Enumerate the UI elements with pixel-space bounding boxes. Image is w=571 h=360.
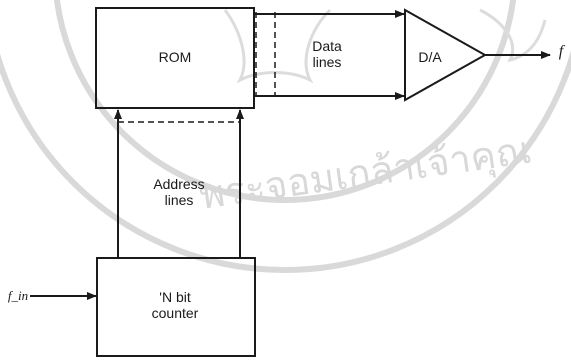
counter-label: 'N bit counter	[140, 289, 210, 321]
counter-label-2: counter	[140, 305, 210, 321]
counter-label-1: 'N bit	[140, 289, 210, 305]
output-signal-text: f	[559, 43, 563, 60]
data-lines-label: Data lines	[292, 38, 362, 70]
address-lines-label-2: lines	[136, 192, 222, 208]
output-signal-label: f	[554, 44, 568, 60]
input-signal-label: f_in	[6, 288, 30, 304]
data-lines-label-2: lines	[292, 54, 362, 70]
data-lines-label-1: Data	[292, 38, 362, 54]
rom-label: ROM	[140, 49, 210, 65]
address-lines-label-1: Address	[136, 176, 222, 192]
dac-label: D/A	[405, 49, 455, 65]
address-lines-label: Address lines	[136, 176, 222, 208]
